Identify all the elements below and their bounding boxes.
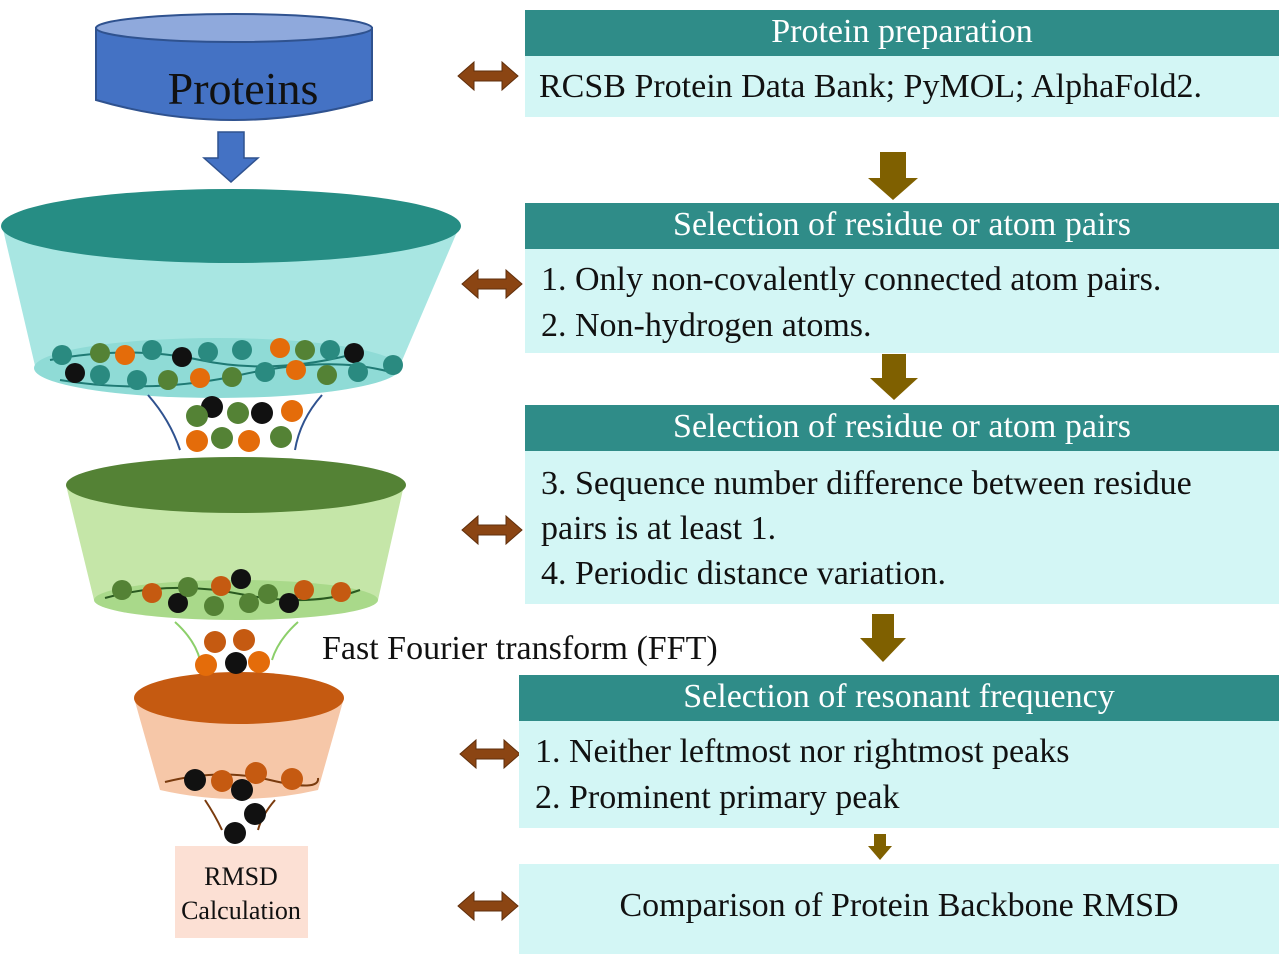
panel-1-header: Protein preparation xyxy=(525,10,1279,56)
proteins-cylinder xyxy=(95,13,373,121)
down-arrow-icon xyxy=(868,152,918,200)
down-arrow-icons xyxy=(860,152,918,860)
panel-3-body: 3. Sequence number difference between re… xyxy=(525,451,1279,604)
double-arrow-icon xyxy=(457,890,519,922)
panel-1-line-1: RCSB Protein Data Bank; PyMOL; AlphaFold… xyxy=(539,68,1203,105)
funnel-3 xyxy=(134,672,344,831)
double-arrow-icon xyxy=(459,738,521,770)
panel-3-line-3: 4. Periodic distance variation. xyxy=(541,555,947,592)
down-arrow-icon xyxy=(860,614,906,662)
down-arrow-icon xyxy=(868,834,892,860)
panel-4-body: 1. Neither leftmost nor rightmost peaks … xyxy=(519,721,1279,828)
panel-1-body: RCSB Protein Data Bank; PyMOL; AlphaFold… xyxy=(525,56,1279,117)
funnel-1-atoms xyxy=(52,338,403,390)
funnel-2 xyxy=(66,457,406,661)
double-arrow-icon xyxy=(457,60,519,92)
down-arrow-icon xyxy=(870,354,918,400)
proteins-label: Proteins xyxy=(168,63,319,114)
panel-5-body: Comparison of Protein Backbone RMSD xyxy=(519,864,1279,954)
panel-3-line-1: 3. Sequence number difference between re… xyxy=(541,465,1192,502)
panel-2-line-2: 2. Non-hydrogen atoms. xyxy=(541,307,872,344)
double-arrow-icon xyxy=(461,268,523,300)
funnel-3-atoms xyxy=(184,762,303,801)
rmsd-line-1: RMSD xyxy=(204,862,278,891)
panel-4-line-2: 2. Prominent primary peak xyxy=(535,779,900,816)
rmsd-box xyxy=(175,846,308,938)
filtered-atoms-2 xyxy=(195,629,270,676)
blue-down-arrow-icon xyxy=(202,131,260,184)
funnel-2-atoms xyxy=(112,569,351,616)
double-arrow-icon xyxy=(461,514,523,546)
filtered-atoms-1 xyxy=(186,396,303,452)
panel-3-line-2: pairs is at least 1. xyxy=(541,510,777,547)
panel-2-header: Selection of residue or atom pairs xyxy=(525,203,1279,249)
panel-4-line-1: 1. Neither leftmost nor rightmost peaks xyxy=(535,733,1070,770)
panel-5-line-1: Comparison of Protein Backbone RMSD xyxy=(619,887,1179,924)
panel-4-header: Selection of resonant frequency xyxy=(519,675,1279,721)
panel-2-body: 1. Only non-covalently connected atom pa… xyxy=(525,249,1279,353)
rmsd-label: RMSD Calculation xyxy=(160,860,322,928)
rmsd-line-2: Calculation xyxy=(181,896,301,925)
panel-2-line-1: 1. Only non-covalently connected atom pa… xyxy=(541,261,1162,298)
fft-label: Fast Fourier transform (FFT) xyxy=(322,630,718,667)
double-arrow-icons xyxy=(457,60,523,922)
final-atoms xyxy=(224,803,266,844)
panel-3-header: Selection of residue or atom pairs xyxy=(525,405,1279,451)
